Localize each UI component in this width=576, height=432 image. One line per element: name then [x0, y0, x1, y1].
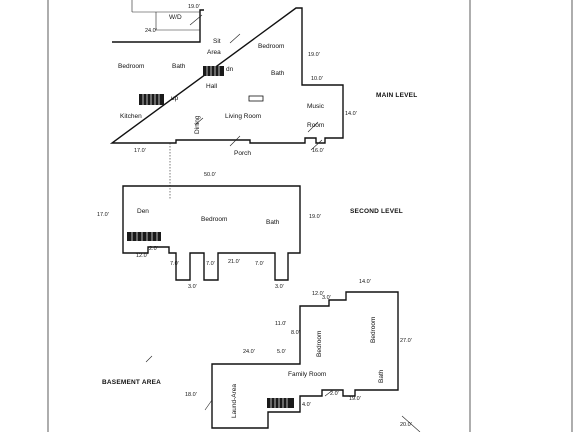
- main-dim-16: 16.0': [312, 148, 324, 154]
- basement-outline: [211, 291, 399, 429]
- basement-title: BASEMENT AREA: [102, 379, 161, 386]
- main-stair-up: [139, 94, 164, 105]
- main-stair-dn: [203, 66, 224, 76]
- basement-dim-19: 19.0': [349, 396, 361, 402]
- main-bedroom-left-label: Bedroom: [118, 63, 144, 70]
- basement-notch: [345, 292, 347, 300]
- main-area-label: Area: [207, 49, 221, 56]
- main-dim-14: 14.0': [345, 111, 357, 117]
- basement-dim-27: 27.0': [400, 338, 412, 344]
- basement-bedroom-a-label: Bedroom: [316, 331, 323, 357]
- basement-bath-label: Bath: [378, 369, 385, 383]
- basement-dim-14: 14.0': [359, 279, 371, 285]
- main-bedroom-right-label: Bedroom: [258, 43, 284, 50]
- basement-stair: [267, 398, 294, 408]
- door-swings-main: [189, 14, 323, 151]
- basement-family-label: Family Room: [288, 371, 326, 378]
- second-bedroom-label: Bedroom: [201, 216, 227, 223]
- second-dim-7a: 7.0': [170, 261, 179, 267]
- second-dim-3b: 3.0': [275, 284, 284, 290]
- second-dim-7c: 7.0': [255, 261, 264, 267]
- basement-dim-24: 24.0': [243, 349, 255, 355]
- basement-laundry-label: Laund-Area: [231, 384, 238, 418]
- second-dim-17: 17.0': [97, 212, 109, 218]
- main-dining-label: Dining: [194, 115, 201, 134]
- basement-dim-11: 11.0': [275, 321, 286, 327]
- basement-dim-18: 18.0': [185, 392, 197, 398]
- main-bath-left-label: Bath: [172, 63, 186, 70]
- second-dim-2: 2.0': [149, 246, 158, 252]
- main-dim-19-right: 19.0': [308, 52, 320, 58]
- main-hall-label: Hall: [206, 83, 218, 90]
- basement-plan: Family Room Bedroom Bedroom Bath Laund-A…: [102, 279, 421, 432]
- second-dim-7b: 7.0': [206, 261, 215, 267]
- door-swings-basement: [145, 355, 334, 411]
- main-dn-label: dn: [226, 66, 234, 73]
- basement-corner-line: [401, 415, 421, 432]
- main-dim-17: 17.0': [134, 148, 146, 154]
- main-wd-label: W/D: [169, 14, 182, 21]
- main-kitchen-label: Kitchen: [120, 113, 142, 120]
- main-up-label: up: [171, 95, 179, 102]
- basement-dim-4: 4.0': [302, 402, 311, 408]
- basement-dim-12: 12.0': [312, 291, 324, 297]
- basement-dim-2: 2.0': [330, 391, 339, 397]
- second-level-title: SECOND LEVEL: [350, 208, 403, 215]
- second-stair: [127, 232, 161, 241]
- second-dim-19: 19.0': [309, 214, 321, 220]
- basement-dim-8: 8.0': [291, 330, 300, 336]
- fireplace-icon: [248, 95, 264, 102]
- main-porch-label: Porch: [234, 150, 251, 157]
- basement-bedroom-b-label: Bedroom: [370, 317, 377, 343]
- basement-dim-5: 5.0': [277, 349, 286, 355]
- main-music-label: Music: [307, 103, 325, 110]
- main-dim-10: 10.0': [311, 76, 323, 82]
- basement-dim-3: 3.0': [322, 295, 331, 301]
- main-dim-24: 24.0': [145, 28, 157, 34]
- main-dim-19-top: 19.0': [188, 4, 200, 10]
- second-bath-label: Bath: [266, 219, 280, 226]
- main-music-room-label: Room: [307, 122, 324, 129]
- main-bath-right-label: Bath: [271, 70, 285, 77]
- basement-dim-20: 20.0': [400, 422, 412, 428]
- second-level-outline: [122, 185, 301, 281]
- main-sit-label: Sit: [213, 38, 221, 45]
- second-dim-21: 21.0': [228, 259, 240, 265]
- main-level-title: MAIN LEVEL: [376, 92, 417, 99]
- second-level-plan: Den Bedroom Bath 17.0' 19.0' 12.0' 2.0' …: [97, 185, 403, 290]
- second-dim-3a: 3.0': [188, 284, 197, 290]
- main-dim-50: 50.0': [204, 172, 216, 178]
- second-den-label: Den: [137, 208, 149, 215]
- main-living-label: Living Room: [225, 113, 261, 120]
- main-level-plan: W/D Sit Area Bedroom Bedroom Bath Bath d…: [109, 0, 417, 200]
- main-level-outline: [109, 7, 344, 144]
- second-dim-12: 12.0': [136, 253, 148, 259]
- laundry-wall: [132, 11, 200, 31]
